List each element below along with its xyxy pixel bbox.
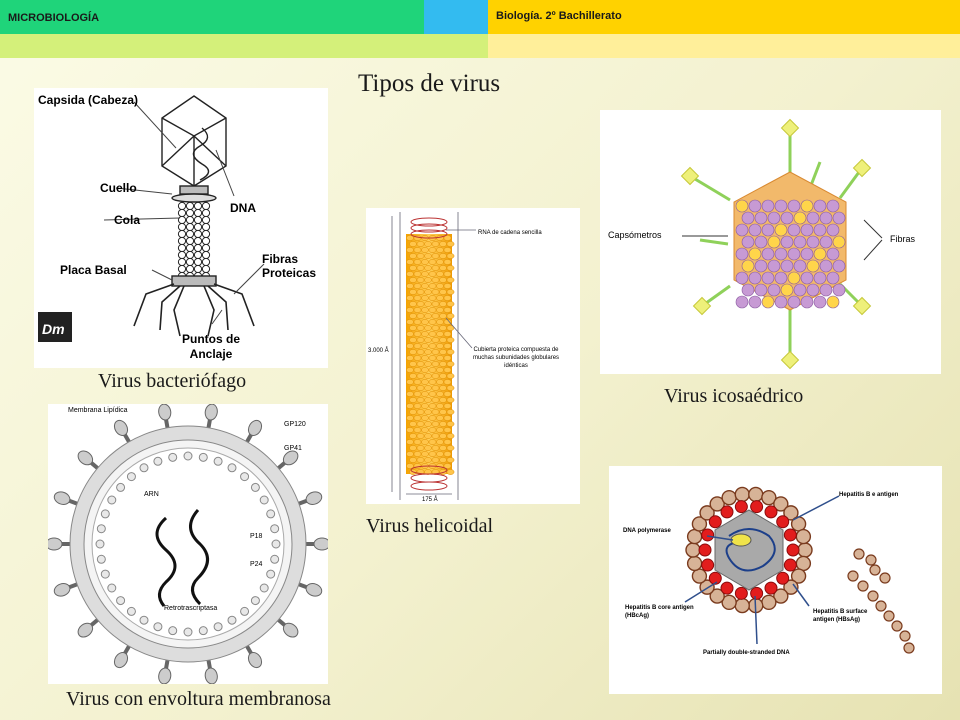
length-label: 3.000 Å xyxy=(368,347,389,354)
rna-strand xyxy=(155,516,177,607)
width-label: 175 Å xyxy=(422,496,438,503)
rna-strand-2 xyxy=(189,509,209,606)
e-antigen-label: Hepatitis B e antigen xyxy=(839,492,899,498)
arn-label: ARN xyxy=(144,491,159,498)
bacteriophage-illustration: Capsida (Cabeza) Cuello Cola DNA Placa B… xyxy=(38,93,317,361)
dna-polymerase-label: DNA polymerase xyxy=(623,528,671,534)
helical-figure: RNA de cadena sencilla 3.000 Å 175 Å Cub… xyxy=(366,208,580,504)
icosahedral-caption: Virus icosaédrico xyxy=(664,385,804,407)
icosahedral-illustration: Capsómetros Fibras xyxy=(608,118,916,370)
hepatitis-illustration: DNA polymerase Hepatitis B e antigen Hep… xyxy=(623,486,915,656)
header-left-title: MICROBIOLOGÍA xyxy=(8,12,100,24)
coat-label: Cubierta proteica compuesta de muchas su… xyxy=(472,347,560,369)
partial-dna-label: Partially double-stranded DNA xyxy=(703,650,790,656)
membrane-label: Membrana Lipídica xyxy=(68,407,128,414)
header-strip-right xyxy=(488,34,960,58)
surface-antigen-label: Hepatitis B surface antigen (HBsAg) xyxy=(813,609,868,623)
header-strip-left xyxy=(0,34,488,58)
tail-label: Cola xyxy=(114,213,140,227)
fibers-icosahedral-label: Fibras xyxy=(890,234,916,244)
p24-label: P24 xyxy=(250,561,263,568)
p18-label: P18 xyxy=(250,533,263,540)
enveloped-caption: Virus con envoltura membranosa xyxy=(66,688,331,710)
phage-tail-beads xyxy=(177,201,211,281)
bacteriophage-caption: Virus bacteriófago xyxy=(98,370,247,392)
dna-coil xyxy=(725,528,776,572)
enveloped-figure: ARN Membrana Lipídica GP120 GP41 P18 P24… xyxy=(45,403,331,685)
header-green-bar xyxy=(0,0,424,34)
page-title: Tipos de virus xyxy=(358,70,501,97)
fibers-label: Fibras Proteicas xyxy=(262,252,317,280)
multimedia-logo xyxy=(38,312,72,342)
base-plate-label: Placa Basal xyxy=(60,263,127,277)
neck-label: Cuello xyxy=(100,181,137,195)
capsomeres-label: Capsómetros xyxy=(608,230,662,240)
helical-subunits xyxy=(406,235,455,475)
dna-polymerase-blob xyxy=(730,533,752,547)
anchor-points-label: Puntos de Anclaje xyxy=(181,332,240,361)
free-surface-particles xyxy=(847,548,915,654)
helical-caption: Virus helicoidal xyxy=(366,515,494,537)
helical-illustration: RNA de cadena sencilla 3.000 Å 175 Å Cub… xyxy=(368,212,560,503)
icosahedral-figure: Capsómetros Fibras xyxy=(600,110,941,374)
hepatitis-figure: DNA polymerase Hepatitis B e antigen Hep… xyxy=(609,466,942,694)
matrix-protein-beads xyxy=(95,451,281,637)
gp41-label: GP41 xyxy=(284,445,302,452)
header-right-title: Biología. 2º Bachillerato xyxy=(496,10,622,22)
core-antigen-ring xyxy=(698,500,800,600)
enveloped-illustration: ARN Membrana Lipídica GP120 GP41 P18 P24… xyxy=(45,403,331,685)
rt-label: Retrotrascriptasa xyxy=(164,605,217,612)
rna-label: RNA de cadena sencilla xyxy=(478,230,542,236)
core-antigen-label: Hepatitis B core antigen (HBcAg) xyxy=(625,605,694,619)
bacteriophage-figure: Capsida (Cabeza) Cuello Cola DNA Placa B… xyxy=(34,88,328,368)
dna-label: DNA xyxy=(230,201,256,215)
nucleocapsid xyxy=(714,509,784,591)
header-yellow-bar xyxy=(488,0,960,34)
capsomere-spheres xyxy=(735,199,846,309)
header-cyan-block xyxy=(424,0,488,34)
logo-mark: Dm xyxy=(42,321,65,337)
gp120-label: GP120 xyxy=(284,421,306,428)
capsid-label: Capsida (Cabeza) xyxy=(38,93,138,107)
